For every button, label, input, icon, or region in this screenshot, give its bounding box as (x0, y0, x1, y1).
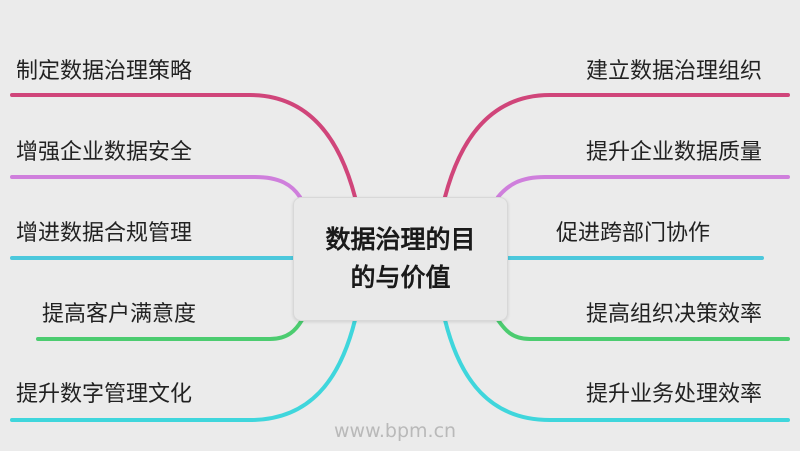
central-topic-title: 数据治理的目的与价值 (325, 225, 476, 292)
branch-label-right-4: 提高组织决策效率 (585, 302, 762, 327)
branch-label-right-1: 建立数据治理组织 (585, 59, 762, 84)
connector-left-1 (10, 93, 357, 199)
branch-label-left-4: 提高客户满意度 (42, 302, 197, 327)
branch-label-left-3: 增进数据合规管理 (16, 221, 193, 246)
watermark: www.bpm.cn (334, 420, 457, 442)
connector-left-2 (10, 175, 302, 199)
connector-left-4 (36, 318, 304, 341)
branch-label-right-3: 促进跨部门协作 (556, 221, 711, 246)
central-topic: 数据治理的目的与价值 (293, 197, 508, 321)
connector-right-2 (496, 175, 790, 199)
connector-right-4 (496, 318, 790, 341)
branch-label-left-2: 增强企业数据安全 (16, 140, 193, 165)
branch-label-right-5: 提升业务处理效率 (585, 382, 762, 407)
connector-right-1 (443, 93, 790, 199)
branch-label-left-1: 制定数据治理策略 (16, 59, 193, 84)
connector-left-5 (10, 318, 357, 422)
branch-label-left-5: 提升数字管理文化 (16, 382, 193, 407)
connector-right-5 (443, 318, 790, 422)
branch-label-right-2: 提升企业数据质量 (585, 140, 762, 165)
